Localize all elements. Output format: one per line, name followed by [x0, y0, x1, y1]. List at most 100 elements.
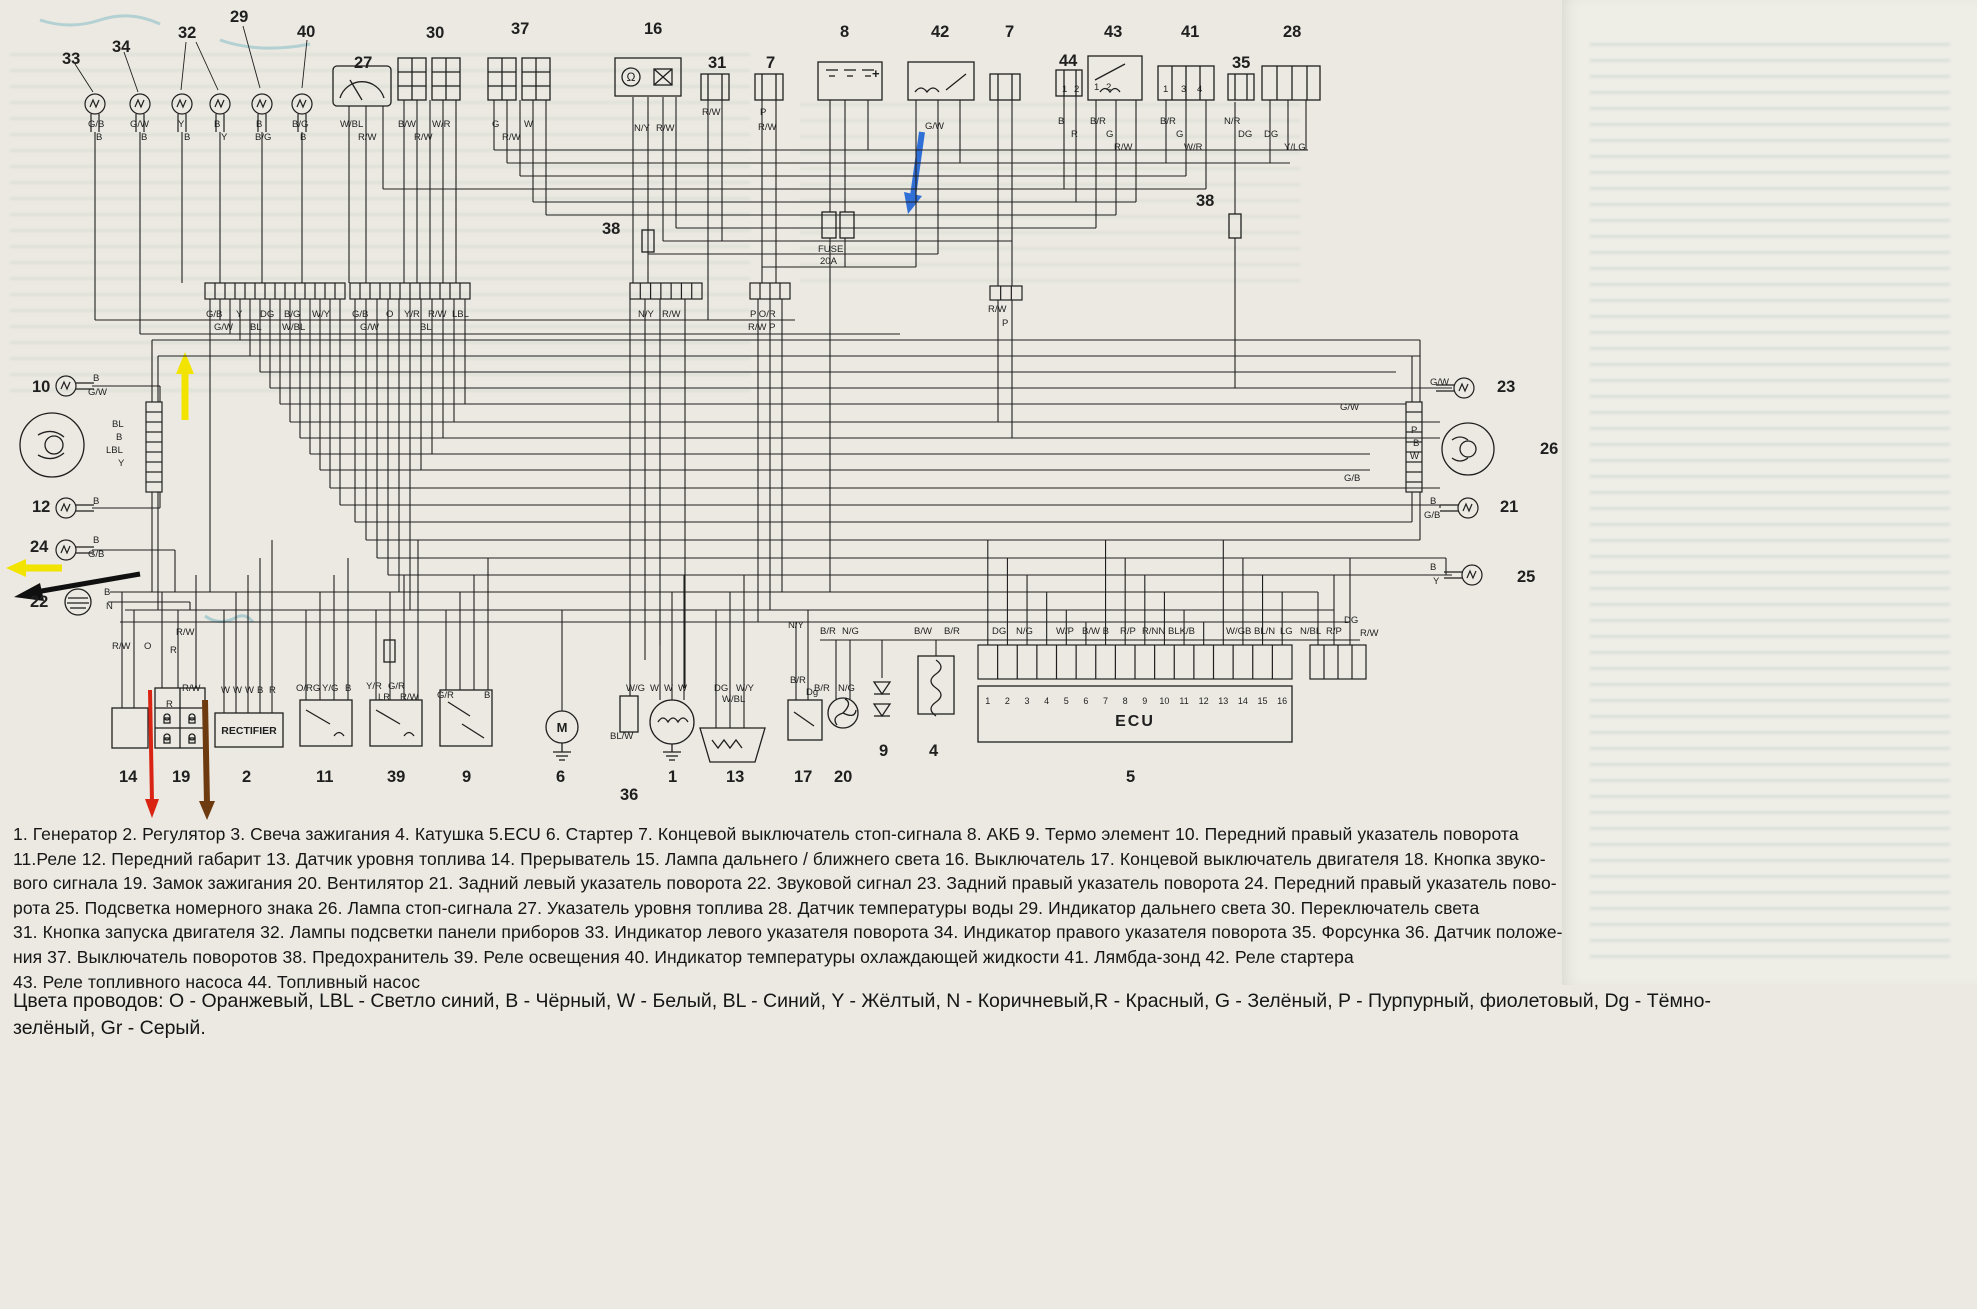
ecu-pin-number: 1 — [985, 696, 990, 706]
relay-box — [369, 699, 423, 747]
wire-label: R/W — [502, 132, 521, 143]
wire-label: B — [93, 535, 99, 546]
wire-label: O — [144, 641, 151, 652]
wire-label: R/W P — [748, 322, 775, 333]
wire-label: W/R — [432, 119, 451, 130]
fuel-sensor — [699, 727, 766, 763]
wire-label: N/Y — [788, 620, 805, 631]
component-number: 8 — [840, 23, 849, 41]
battery-box — [817, 61, 883, 101]
wire-label: LR — [378, 692, 390, 703]
wire-label: R/W — [176, 627, 195, 638]
wire-label: N/G — [838, 683, 855, 694]
wire-label: DG — [992, 626, 1006, 637]
gauge-arc — [339, 81, 385, 99]
red-arrow — [148, 689, 154, 803]
wire-label: R/P — [1326, 626, 1342, 637]
component-number: 21 — [1500, 498, 1518, 516]
red-arrowhead — [145, 799, 159, 818]
connector — [1227, 73, 1255, 101]
battery-plus: + — [872, 66, 880, 81]
wire-label: W/BL — [340, 119, 363, 130]
connector — [754, 73, 784, 101]
brown-arrowhead — [199, 801, 215, 820]
wire-label: G/B — [88, 549, 104, 560]
component-number: 7 — [1005, 23, 1014, 41]
wire-label: B — [104, 587, 110, 598]
component-number: 40 — [297, 23, 315, 41]
component-number: 44 — [1059, 52, 1078, 70]
wire-label: Y — [178, 119, 185, 130]
wire-label: B/R — [790, 675, 806, 686]
wire-label: R/W — [428, 309, 447, 320]
ecu-pin-number: 9 — [1142, 696, 1147, 706]
bulb-symbol — [1436, 377, 1475, 399]
wire-label: 1 — [1062, 84, 1067, 95]
wire-label: B/G — [255, 132, 271, 143]
wire-label: FUSE — [818, 244, 843, 255]
component-number: 43 — [1104, 23, 1122, 41]
component-number: 42 — [931, 23, 949, 41]
wire-label: DG — [260, 309, 274, 320]
wire-label: W/R — [1184, 142, 1203, 153]
component-number: 22 — [30, 593, 48, 611]
wire-label: W — [233, 685, 242, 696]
ohm-symbol: Ω — [627, 70, 636, 84]
wire-label: 2 — [1106, 82, 1111, 93]
component-number: 17 — [794, 768, 812, 786]
bulb-symbol — [291, 93, 313, 132]
wire-label: R/P — [1120, 626, 1136, 637]
ecu-pin-number: 8 — [1123, 696, 1128, 706]
component-number: 6 — [556, 768, 565, 786]
wire-label: W — [245, 685, 254, 696]
component-number: 36 — [620, 786, 638, 804]
wire-label: 2 — [1074, 84, 1079, 95]
ecu-pin-number: 7 — [1103, 696, 1108, 706]
wire-label: R/W — [758, 122, 777, 133]
component-number: 12 — [32, 498, 50, 516]
wire-label: B/G — [284, 309, 300, 320]
component-number: 33 — [62, 50, 80, 68]
component-shapes — [19, 55, 1495, 763]
wire-label: P — [760, 107, 766, 118]
wire-label: B — [96, 132, 102, 143]
wire-label: B — [1413, 438, 1419, 449]
wire-label: B/W B — [1082, 626, 1109, 637]
wire-label: G/W — [130, 119, 149, 130]
ecu-pin-number: 12 — [1199, 696, 1209, 706]
connector-strips — [145, 282, 1423, 680]
wire-label: N/G — [1016, 626, 1033, 637]
wire-label: LG — [1280, 626, 1293, 637]
wire-label: B/R — [1160, 116, 1176, 127]
wire-label: Y — [236, 309, 243, 320]
component-number: 25 — [1517, 568, 1535, 586]
ecu-pin-number: 16 — [1277, 696, 1287, 706]
relay-box — [299, 699, 353, 747]
wire-label: R/W — [112, 641, 131, 652]
wire-label: B/R — [820, 626, 836, 637]
component-number: 27 — [354, 54, 372, 72]
wire-label: B — [345, 683, 351, 694]
component-number: 34 — [112, 38, 131, 56]
wire-label: LBL — [452, 309, 469, 320]
wire-label: W — [524, 119, 533, 130]
wire-label: B — [93, 496, 99, 507]
wire-label: R — [269, 685, 276, 696]
wire-label: Dg — [806, 687, 818, 698]
brown-arrow — [202, 699, 210, 805]
component-legend: 1. Генератор 2. Регулятор 3. Свеча зажиг… — [13, 822, 1598, 994]
pen-scribble — [204, 614, 255, 623]
diode — [872, 681, 892, 696]
yellow-up-arrowhead — [176, 352, 194, 374]
ecu-pin-number: 4 — [1044, 696, 1049, 706]
wire-label: G — [492, 119, 499, 130]
wire-label: Y — [118, 458, 125, 469]
wire-color-legend: Цвета проводов: O - Оранжевый, LBL - Све… — [13, 988, 1948, 1041]
black-arrowhead — [14, 583, 44, 601]
component-number: 4 — [929, 742, 939, 760]
wire-label: W/Y — [736, 683, 755, 694]
rectifier-box — [214, 712, 284, 748]
wire-label: N — [106, 601, 113, 612]
blue-arrow — [910, 131, 925, 197]
